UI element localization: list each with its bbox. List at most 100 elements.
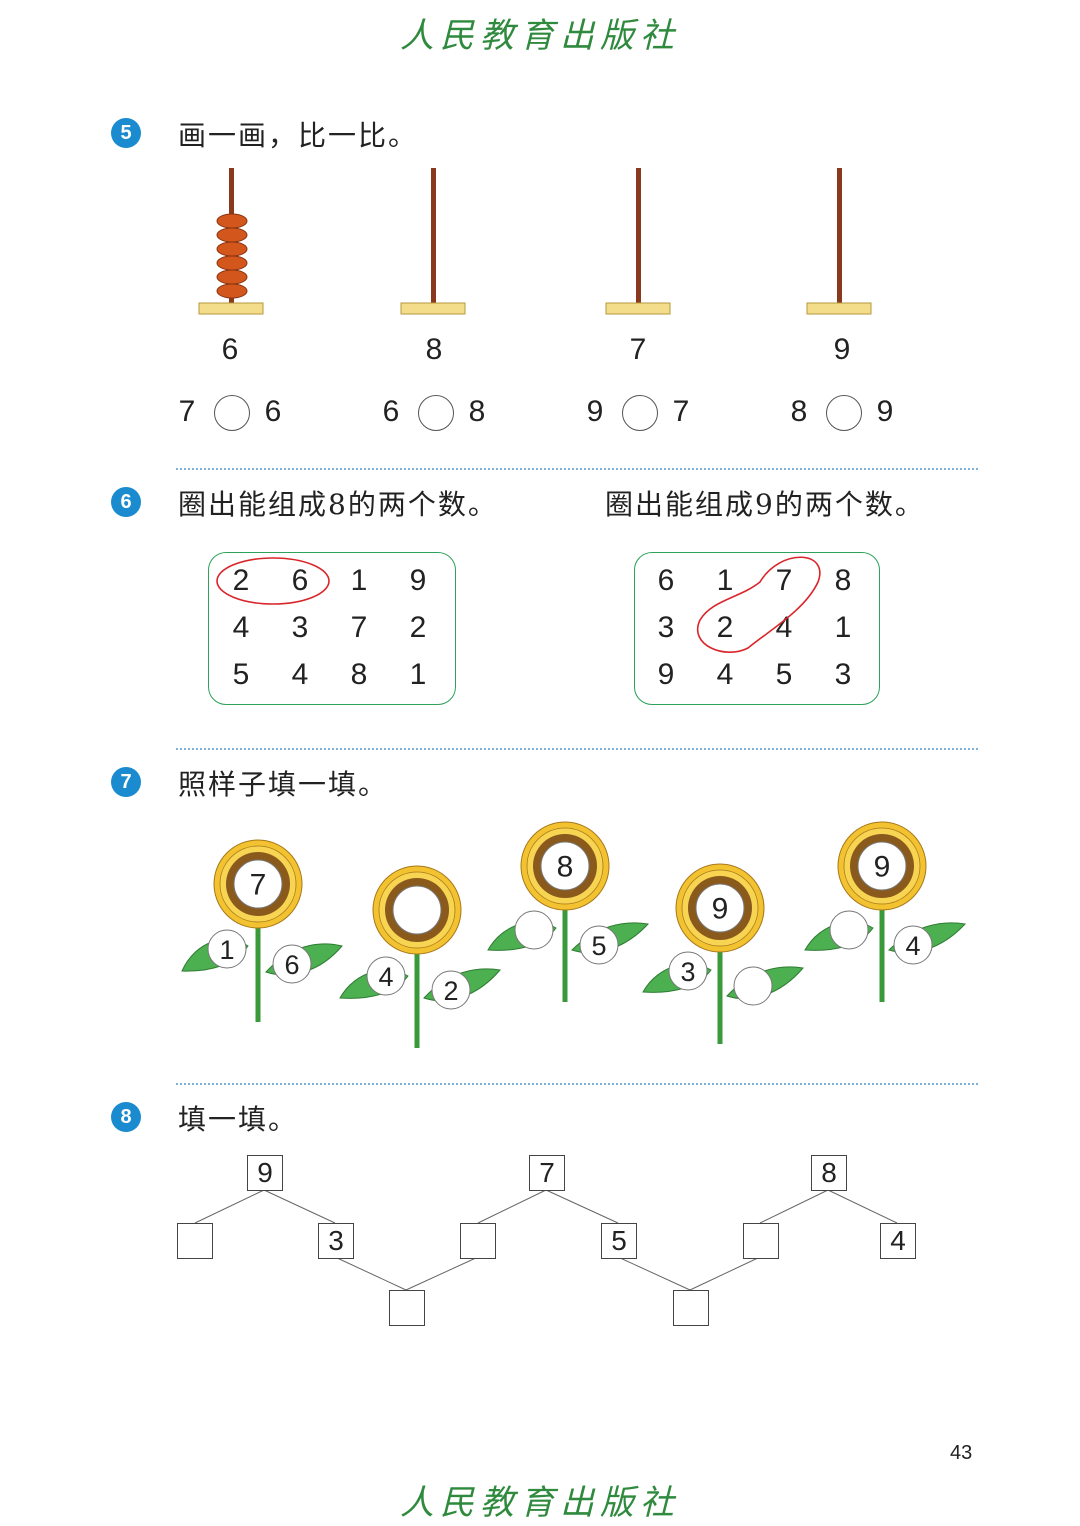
flower-1-left: 1 [219,935,234,965]
grid-right-cell[interactable]: 1 [716,564,734,597]
tree-3-top-box[interactable]: 8 [811,1155,847,1191]
abacus-3[interactable] [605,168,671,315]
abacus-label-1: 6 [221,333,239,366]
merge-1-bottom-box[interactable] [389,1290,425,1326]
flower-3-right-circle [579,925,619,965]
tree-2-left-box[interactable] [460,1223,496,1259]
section-divider [176,1083,978,1085]
flower-1-top: 7 [250,869,267,902]
question-8-number: 8 [111,1102,141,1132]
flower-5-right-circle [893,925,933,965]
compare-3-left: 9 [586,395,604,428]
grid-right-cell[interactable]: 3 [834,658,852,691]
flower-1-left-circle [207,929,247,969]
example-circle-right [697,556,821,653]
flower-2-right-circle [431,970,471,1010]
abacus-label-4: 9 [833,333,851,366]
flower-1-right: 6 [284,950,299,980]
compare-4-answer-circle[interactable] [826,395,862,431]
grid-left-cell[interactable]: 7 [350,611,368,644]
tree-3-left-box[interactable] [743,1223,779,1259]
grid-left-cell[interactable]: 5 [232,658,250,691]
section-divider [176,748,978,750]
flower-2-right: 2 [443,976,458,1006]
grid-right-cell[interactable]: 1 [834,611,852,644]
flower-4-top: 9 [712,893,729,926]
flower-4-right-circle [733,966,773,1006]
compare-2-left: 6 [382,395,400,428]
flower-1-right-circle [272,944,312,984]
abacus-label-2: 8 [425,333,443,366]
flower-5-right: 4 [905,931,920,961]
grid-left-cell[interactable]: 4 [232,611,250,644]
grid-right-cell[interactable]: 4 [716,658,734,691]
grid-right-cell[interactable]: 4 [775,611,793,644]
grid-right-cell[interactable]: 9 [657,658,675,691]
grid-left-cell[interactable]: 2 [232,564,250,597]
flower-1-top-circle [233,859,283,909]
number-tree-lines [194,1189,898,1291]
flower-4-top-circle [695,883,745,933]
grid-right-cell[interactable]: 6 [657,564,675,597]
compare-2-answer-circle[interactable] [418,395,454,431]
question-5-instruction: 画一画，比一比。 [178,119,419,152]
abacus-row [198,168,872,315]
grid-left-cell[interactable]: 1 [350,564,368,597]
merge-2-bottom-box[interactable] [673,1290,709,1326]
question-6-left-instruction: 圈出能组成8的两个数。 [178,488,498,521]
compare-1-left: 7 [178,395,196,428]
question-6-number: 6 [111,487,141,517]
abacus-1[interactable] [198,168,264,315]
question-8-instruction: 填一填。 [178,1103,299,1136]
grid-left-cell[interactable]: 3 [291,611,309,644]
compare-2-right: 8 [468,395,486,428]
tree-2-top-box[interactable]: 7 [529,1155,565,1191]
grid-right-cell[interactable]: 5 [775,658,793,691]
grid-right-cell[interactable]: 3 [657,611,675,644]
flower-2-left: 4 [378,962,393,992]
grid-left-cell[interactable]: 1 [409,658,427,691]
flower-5-top-circle [857,841,907,891]
grid-right-cell[interactable]: 7 [775,564,793,597]
abacus-beads [216,213,248,299]
number-grid-right [634,552,880,705]
tree-1-right-box[interactable]: 3 [318,1223,354,1259]
flower-3-top: 8 [557,851,574,884]
example-circle-left [216,557,330,605]
tree-2-right-box[interactable]: 5 [601,1223,637,1259]
number-grid-left [208,552,456,705]
flower-2-left-circle [366,956,406,996]
grid-right-cell[interactable]: 2 [716,611,734,644]
flower-4-left-circle [668,951,708,991]
flower-5-top: 9 [874,851,891,884]
question-7-number: 7 [111,767,141,797]
sunflower-row: 7 1 6 4 2 8 5 9 3 9 4 [181,821,966,1048]
compare-4-left: 8 [790,395,808,428]
grid-right-cell[interactable]: 8 [834,564,852,597]
question-5-number: 5 [111,118,141,148]
grid-left-cell[interactable]: 2 [409,611,427,644]
flower-3-right: 5 [591,931,606,961]
flower-3-left-circle [514,910,554,950]
tree-3-right-box[interactable]: 4 [880,1223,916,1259]
flower-3-top-circle [540,841,590,891]
abacus-2[interactable] [400,168,466,315]
grid-left-cell[interactable]: 8 [350,658,368,691]
page-number: 43 [950,1442,973,1464]
tree-1-top-box[interactable]: 9 [247,1155,283,1191]
flower-2-top-circle [392,885,442,935]
publisher-header: 人民教育出版社 [400,16,680,56]
section-divider [176,468,978,470]
tree-1-left-box[interactable] [177,1223,213,1259]
flower-5-left-circle [829,910,869,950]
example-circle-overlay [216,556,821,653]
grid-left-cell[interactable]: 6 [291,564,309,597]
abacus-label-3: 7 [629,333,647,366]
flower-4-left: 3 [680,957,695,987]
abacus-4[interactable] [806,168,872,315]
question-6-right-instruction: 圈出能组成9的两个数。 [605,488,925,521]
compare-3-answer-circle[interactable] [622,395,658,431]
grid-left-cell[interactable]: 4 [291,658,309,691]
compare-1-answer-circle[interactable] [214,395,250,431]
grid-left-cell[interactable]: 9 [409,564,427,597]
